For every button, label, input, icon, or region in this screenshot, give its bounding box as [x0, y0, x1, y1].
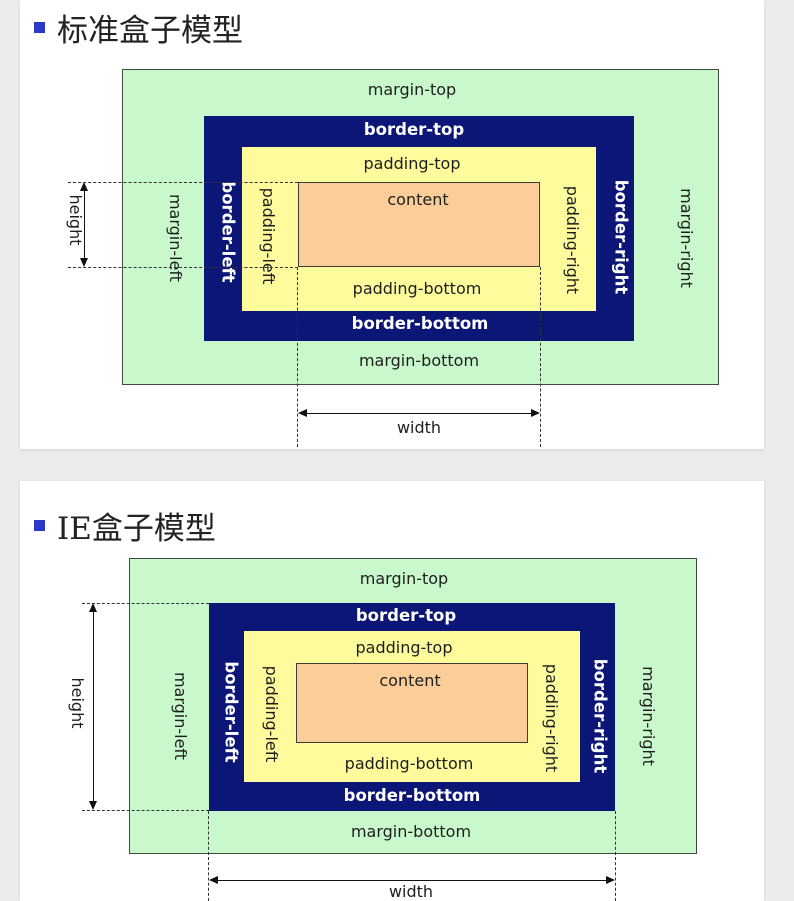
padding-top-label: padding-top	[355, 638, 453, 657]
padding-left-label: padding-left	[259, 187, 278, 285]
padding-top-label: padding-top	[363, 154, 461, 173]
ie-title-text: IE盒子模型	[57, 511, 216, 547]
margin-left-label: margin-left	[166, 193, 185, 283]
border-right-label: border-right	[611, 179, 631, 295]
width-guide-right	[615, 811, 616, 901]
margin-right-label: margin-right	[677, 188, 696, 288]
padding-bottom-label: padding-bottom	[344, 754, 474, 773]
content-area	[298, 182, 540, 267]
margin-right-label: margin-right	[639, 666, 658, 766]
border-bottom-label: border-bottom	[343, 785, 481, 805]
padding-right-label: padding-right	[542, 663, 561, 773]
margin-top-label: margin-top	[367, 80, 457, 99]
border-right-label: border-right	[590, 658, 610, 774]
width-label: width	[396, 418, 442, 437]
margin-bottom-label: margin-bottom	[350, 822, 472, 841]
height-guide-bottom	[68, 267, 298, 268]
padding-right-label: padding-right	[563, 185, 582, 295]
arrow-up-icon	[80, 182, 88, 191]
height-arrow-line	[84, 186, 85, 263]
standard-box-model-card: 标准盒子模型 margin-top margin-bottom margin-l…	[20, 0, 764, 449]
border-top-label: border-top	[363, 119, 465, 139]
border-left-label: border-left	[221, 661, 241, 763]
width-arrow-line	[302, 413, 536, 414]
arrow-right-icon	[606, 876, 615, 884]
width-arrow-line	[213, 880, 610, 881]
content-label: content	[387, 190, 449, 209]
ie-box-model-card: IE盒子模型 margin-top margin-bottom margin-l…	[20, 481, 764, 901]
width-guide-left	[297, 267, 298, 447]
arrow-left-icon	[209, 876, 218, 884]
width-guide-left	[208, 811, 209, 901]
height-guide-bottom	[82, 810, 209, 811]
padding-left-label: padding-left	[262, 665, 281, 763]
width-label: width	[388, 882, 434, 901]
arrow-down-icon	[89, 801, 97, 810]
margin-left-label: margin-left	[171, 671, 190, 761]
border-top-label: border-top	[355, 605, 457, 625]
square-bullet-icon	[34, 22, 45, 33]
height-guide-top	[68, 182, 298, 183]
height-label: height	[68, 677, 87, 729]
height-arrow-line	[93, 607, 94, 806]
ie-box-model-title: IE盒子模型	[34, 503, 216, 548]
margin-top-label: margin-top	[359, 569, 449, 588]
arrow-up-icon	[89, 603, 97, 612]
standard-title-text: 标准盒子模型	[57, 13, 243, 49]
width-guide-right	[540, 267, 541, 447]
square-bullet-icon	[34, 520, 45, 531]
arrow-right-icon	[531, 409, 540, 417]
border-bottom-label: border-bottom	[351, 313, 489, 333]
content-area	[296, 663, 528, 743]
margin-bottom-label: margin-bottom	[358, 351, 480, 370]
arrow-down-icon	[80, 258, 88, 267]
height-guide-top	[82, 603, 209, 604]
content-label: content	[379, 671, 441, 690]
arrow-left-icon	[298, 409, 307, 417]
standard-box-model-title: 标准盒子模型	[34, 5, 243, 50]
height-label: height	[66, 194, 85, 246]
padding-bottom-label: padding-bottom	[352, 279, 482, 298]
